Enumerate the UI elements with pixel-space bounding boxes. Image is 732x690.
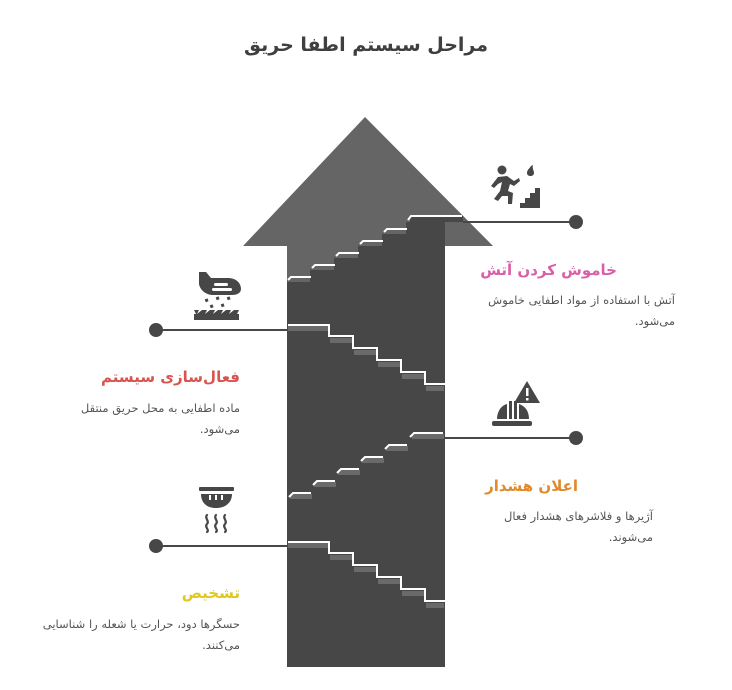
staircase-bottom (288, 541, 445, 608)
person-climbing-stairs-fire-icon (491, 165, 540, 208)
hardhat-warning-icon (492, 381, 540, 426)
step-description-detection: حسگرها دود، حرارت یا شعله را شناسایی می‌… (42, 617, 240, 652)
step-heading-extinguish: خاموش کردن آتش (480, 261, 617, 279)
staircase-second (288, 324, 445, 391)
connector-step-3 (149, 323, 288, 337)
plane-dropping-water-icon (194, 272, 241, 320)
staircase-top (287, 215, 462, 281)
step-description-alarm: آژیرها و فلاشرهای هشدار فعال می‌شوند. (504, 509, 653, 544)
step-heading-detection: تشخیص (181, 584, 240, 602)
step-heading-alarm: اعلان هشدار (485, 477, 578, 495)
step-description-extinguish: آتش با استفاده از مواد اطفایی خاموش می‌ش… (488, 293, 675, 328)
staircase-third (288, 432, 444, 499)
connector-step-1 (149, 539, 288, 553)
arrow-body (287, 216, 463, 667)
step-description-activation: ماده اطفایی به محل حریق منتقل می‌شود. (80, 401, 240, 436)
connector-step-2 (444, 431, 583, 445)
smoke-detector-icon (199, 487, 234, 534)
connector-step-4 (463, 215, 583, 229)
step-heading-activation: فعال‌سازی سیستم (101, 368, 240, 386)
page-title: مراحل سیستم اطفا حریق (243, 34, 488, 56)
